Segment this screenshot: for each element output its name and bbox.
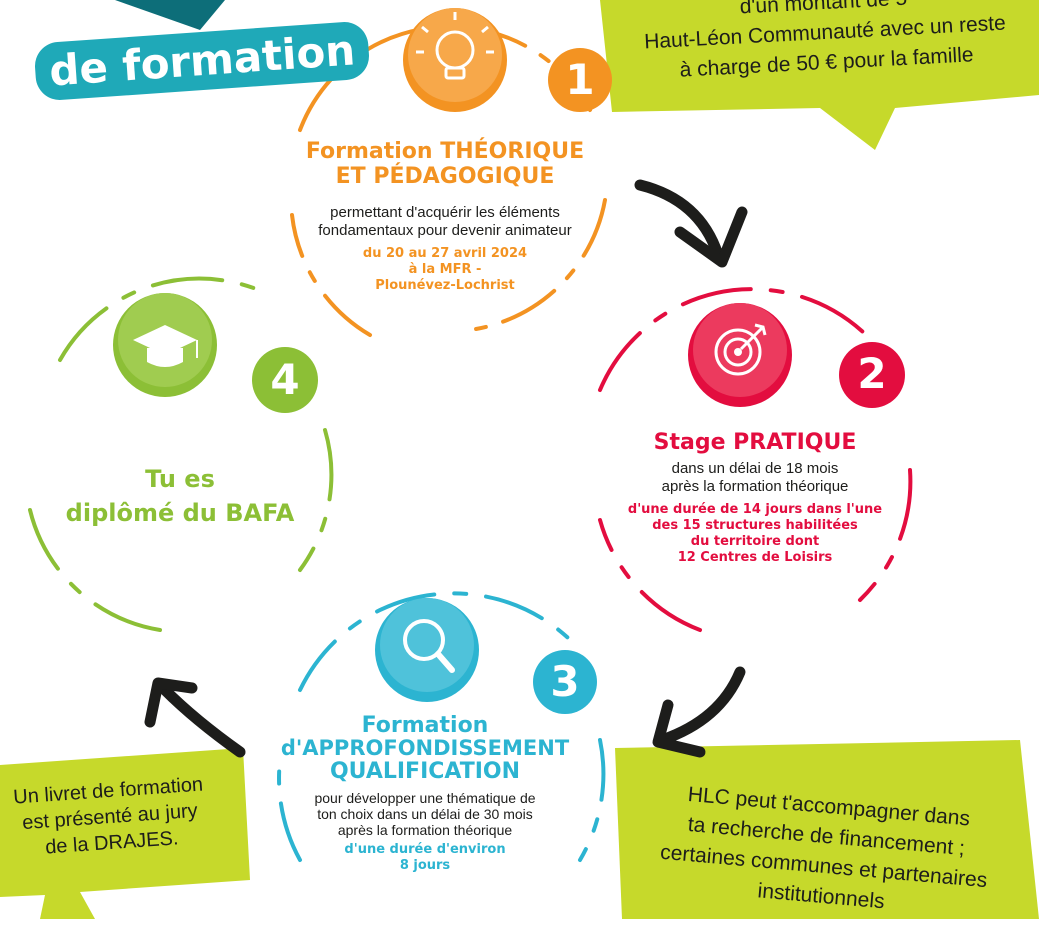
arrow-1-to-2-head bbox=[674, 206, 748, 268]
step2-detail-line3: du territoire dont bbox=[690, 534, 820, 549]
arrow-3-to-4-head bbox=[144, 677, 198, 728]
step2-text: Stage PRATIQUE dans un délai de 18 mois … bbox=[595, 430, 915, 566]
step2-desc-line2: après la formation théorique bbox=[661, 478, 849, 495]
magnifier-icon bbox=[403, 619, 455, 673]
step4-number-badge bbox=[252, 347, 318, 413]
step4-line2: diplômé du BAFA bbox=[65, 499, 295, 527]
step1-number: 1 bbox=[565, 55, 595, 104]
arrow-1-to-2 bbox=[634, 179, 724, 261]
right-note-background bbox=[615, 740, 1039, 919]
step3-title-line3: QUALIFICATION bbox=[329, 759, 521, 784]
step1-desc-line1: permettant d'acquérir les éléments bbox=[330, 204, 560, 221]
step1-text: Formation THÉORIQUE ET PÉDAGOGIQUE perme… bbox=[255, 140, 635, 294]
graduation-cap-icon bbox=[133, 325, 198, 367]
top-note-background bbox=[600, 0, 1039, 150]
step2-desc-line1: dans un délai de 18 mois bbox=[671, 460, 839, 477]
step3-title-line2: d'APPROFONDISSEMENT bbox=[280, 736, 570, 760]
step1-badge bbox=[403, 8, 507, 112]
arrow-3-to-4 bbox=[159, 684, 246, 758]
teal-corner-shape bbox=[115, 0, 225, 30]
step4-number: 4 bbox=[270, 355, 300, 404]
step3-ring bbox=[277, 591, 606, 862]
step3-desc-line3: après la formation théorique bbox=[337, 822, 513, 838]
step3-detail-line1: d'une durée d'environ bbox=[344, 842, 506, 857]
step3-number: 3 bbox=[550, 657, 580, 706]
step4-ring bbox=[28, 276, 334, 632]
step2-title: Stage PRATIQUE bbox=[653, 430, 857, 455]
step1-detail-line1: du 20 au 27 avril 2024 bbox=[362, 246, 528, 261]
step1-title-line1: Formation THÉORIQUE bbox=[305, 139, 585, 164]
step2-detail-line4: 12 Centres de Loisirs bbox=[677, 550, 833, 565]
step3-badge bbox=[375, 598, 479, 702]
arrow-2-to-3 bbox=[656, 666, 746, 746]
arrow-2-to-3-head bbox=[652, 699, 706, 758]
step1-detail-line3: Plounévez-Lochrist bbox=[375, 278, 515, 293]
step3-text: Formation d'APPROFONDISSEMENT QUALIFICAT… bbox=[255, 715, 595, 874]
step1-title-line2: ET PÉDAGOGIQUE bbox=[335, 164, 555, 189]
step2-number: 2 bbox=[857, 349, 887, 398]
step2-ring bbox=[598, 287, 913, 632]
step2-number-badge bbox=[839, 342, 905, 408]
step2-detail-line1: d'une durée de 14 jours dans l'une bbox=[627, 502, 883, 517]
step3-desc-line1: pour développer une thématique de bbox=[314, 790, 536, 806]
step1-desc-line2: fondamentaux pour devenir animateur bbox=[318, 222, 572, 239]
lightbulb-icon bbox=[416, 12, 494, 80]
left-note-background bbox=[0, 748, 250, 919]
step2-detail-line2: des 15 structures habilitées bbox=[652, 518, 858, 533]
step4-text: Tu es diplômé du BAFA bbox=[30, 462, 330, 530]
step1-number-badge bbox=[548, 48, 612, 112]
step3-desc-line2: ton choix dans un délai de 30 mois bbox=[317, 806, 533, 822]
step1-detail-line2: à la MFR - bbox=[408, 262, 482, 277]
step3-title-line1: Formation bbox=[361, 713, 489, 738]
target-icon bbox=[714, 323, 767, 376]
step3-number-badge bbox=[533, 650, 597, 714]
step3-detail-line2: 8 jours bbox=[399, 858, 451, 873]
step4-line1: Tu es bbox=[145, 465, 215, 493]
